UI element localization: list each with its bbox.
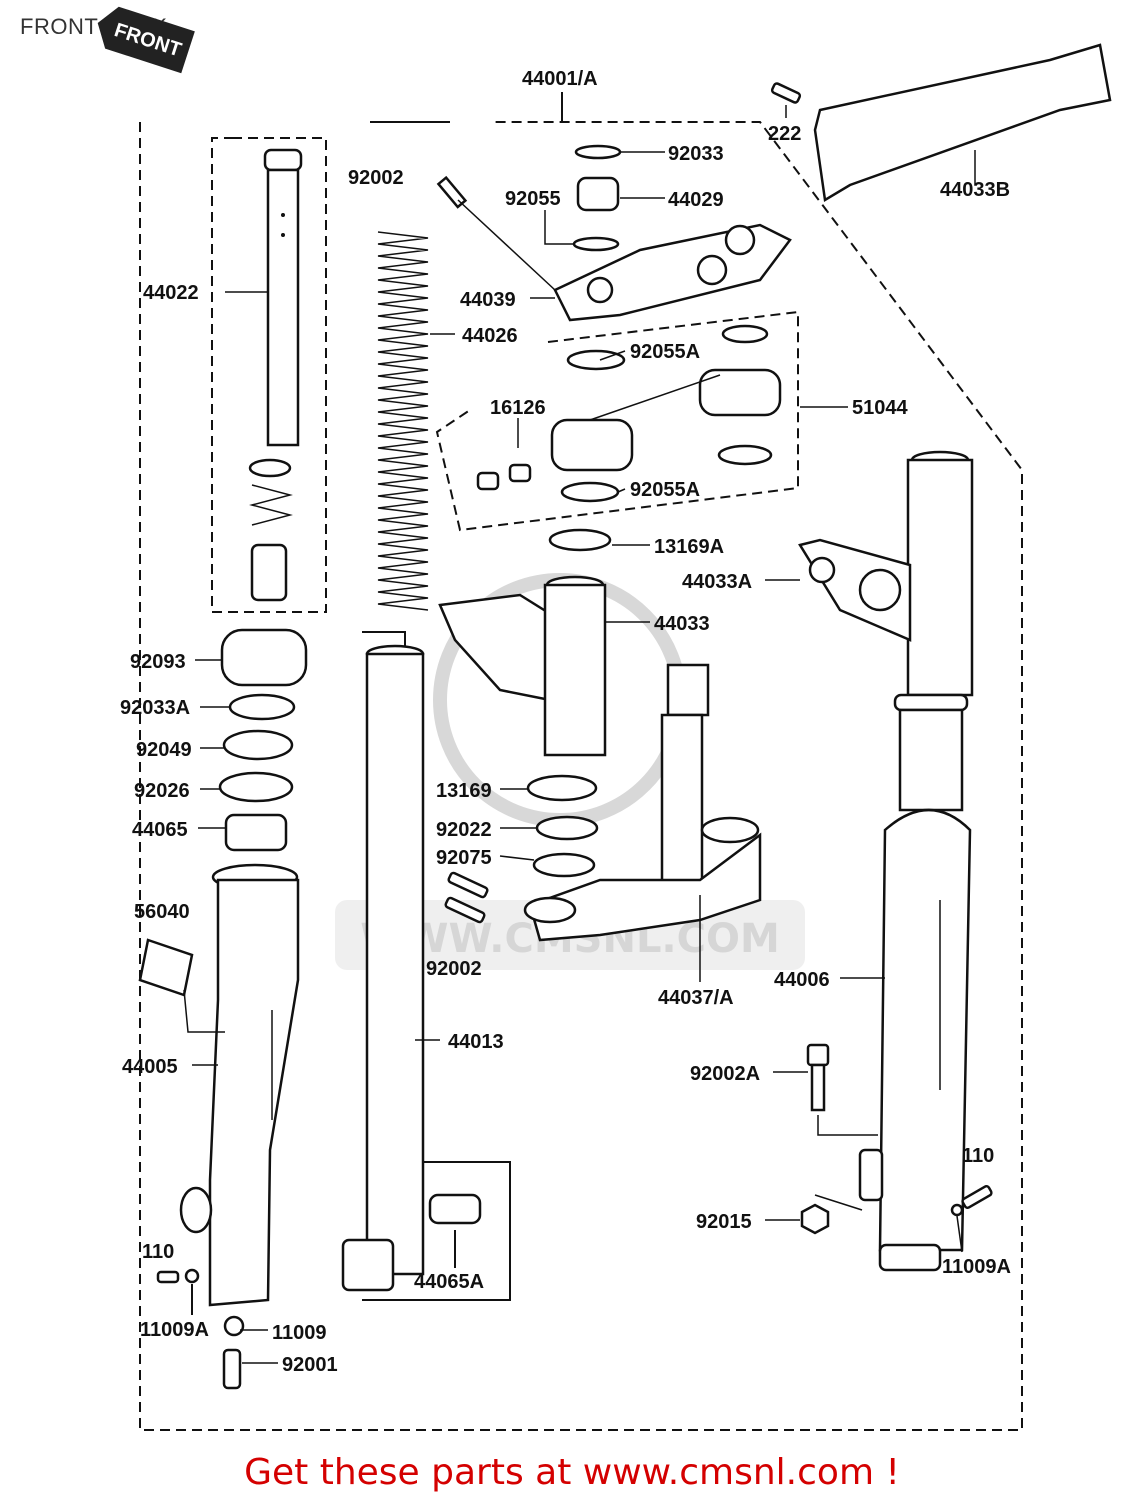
bushing-44065a [428, 1193, 482, 1268]
fork-leg-right [798, 450, 974, 1272]
label-92002-top: 92002 [348, 167, 404, 189]
label-92022: 92022 [436, 819, 492, 841]
label-44022: 44022 [143, 282, 199, 304]
label-92002a: 92002A [690, 1063, 760, 1085]
label-11009a-right: 11009A [942, 1256, 1011, 1278]
steering-stem-head [438, 575, 607, 757]
seal-stack-left [218, 628, 308, 852]
label-13169a: 13169A [654, 536, 724, 558]
outer-tube-left [179, 863, 300, 1307]
label-51044: 51044 [852, 397, 908, 419]
right-fasteners [800, 1043, 993, 1235]
label-44039: 44039 [460, 289, 516, 311]
seal-13169a [548, 528, 612, 552]
label-11009: 11009 [272, 1322, 327, 1344]
label-16126: 16126 [490, 397, 546, 419]
label-92049: 92049 [136, 739, 192, 761]
label-11009a-left: 11009A [140, 1319, 209, 1341]
lower-bracket [444, 663, 762, 942]
label-44033: 44033 [654, 613, 710, 635]
label-222: 222 [768, 123, 801, 145]
leader-lines [192, 105, 976, 1364]
clamp-parts [476, 324, 782, 503]
handlebar-cover [770, 43, 1112, 203]
label-44033b: 44033B [940, 179, 1010, 201]
label-110-right: 110 [962, 1145, 994, 1167]
label-44013: 44013 [448, 1031, 504, 1053]
label-110-left: 110 [142, 1241, 174, 1263]
label-44006: 44006 [774, 969, 830, 991]
label-44033a: 44033A [682, 571, 752, 593]
label-56040: 56040 [134, 901, 190, 923]
fork-spring [377, 231, 429, 611]
bearing-stack [526, 774, 599, 878]
label-92002-mid: 92002 [426, 958, 482, 980]
label-44065: 44065 [132, 819, 188, 841]
upper-bracket [436, 144, 792, 322]
label-92001: 92001 [282, 1354, 338, 1376]
bottom-left-fasteners [156, 1268, 245, 1390]
label-44037a: 44037/A [658, 987, 734, 1009]
label-92015: 92015 [696, 1211, 752, 1233]
inner-tube [341, 644, 425, 1292]
label-92075: 92075 [436, 847, 492, 869]
label-44029: 44029 [668, 189, 724, 211]
label-92055a-top: 92055A [630, 341, 700, 363]
label-92055a-bottom: 92055A [630, 479, 700, 501]
label-44065a: 44065A [414, 1271, 484, 1293]
label-44026: 44026 [462, 325, 518, 347]
label-92033a: 92033A [120, 697, 190, 719]
assembly-boundary [139, 121, 1023, 1431]
label-92026: 92026 [134, 780, 190, 802]
label-tag [138, 938, 225, 1033]
damper-rod [263, 148, 303, 447]
part-labels: 44001/A 222 92033 92002 92055 44029 4403… [120, 68, 1011, 1376]
label-44005: 44005 [122, 1056, 178, 1078]
footer-promo-link[interactable]: Get these parts at www.cmsnl.com ! [244, 1452, 900, 1493]
label-13169: 13169 [436, 780, 492, 802]
label-92093: 92093 [130, 651, 186, 673]
label-92033: 92033 [668, 143, 724, 165]
label-92055: 92055 [505, 188, 561, 210]
label-44001a: 44001/A [522, 68, 598, 90]
damper-box [211, 137, 327, 613]
rebound-spring [248, 458, 293, 602]
front-direction-badge: FRONT [97, 6, 195, 74]
